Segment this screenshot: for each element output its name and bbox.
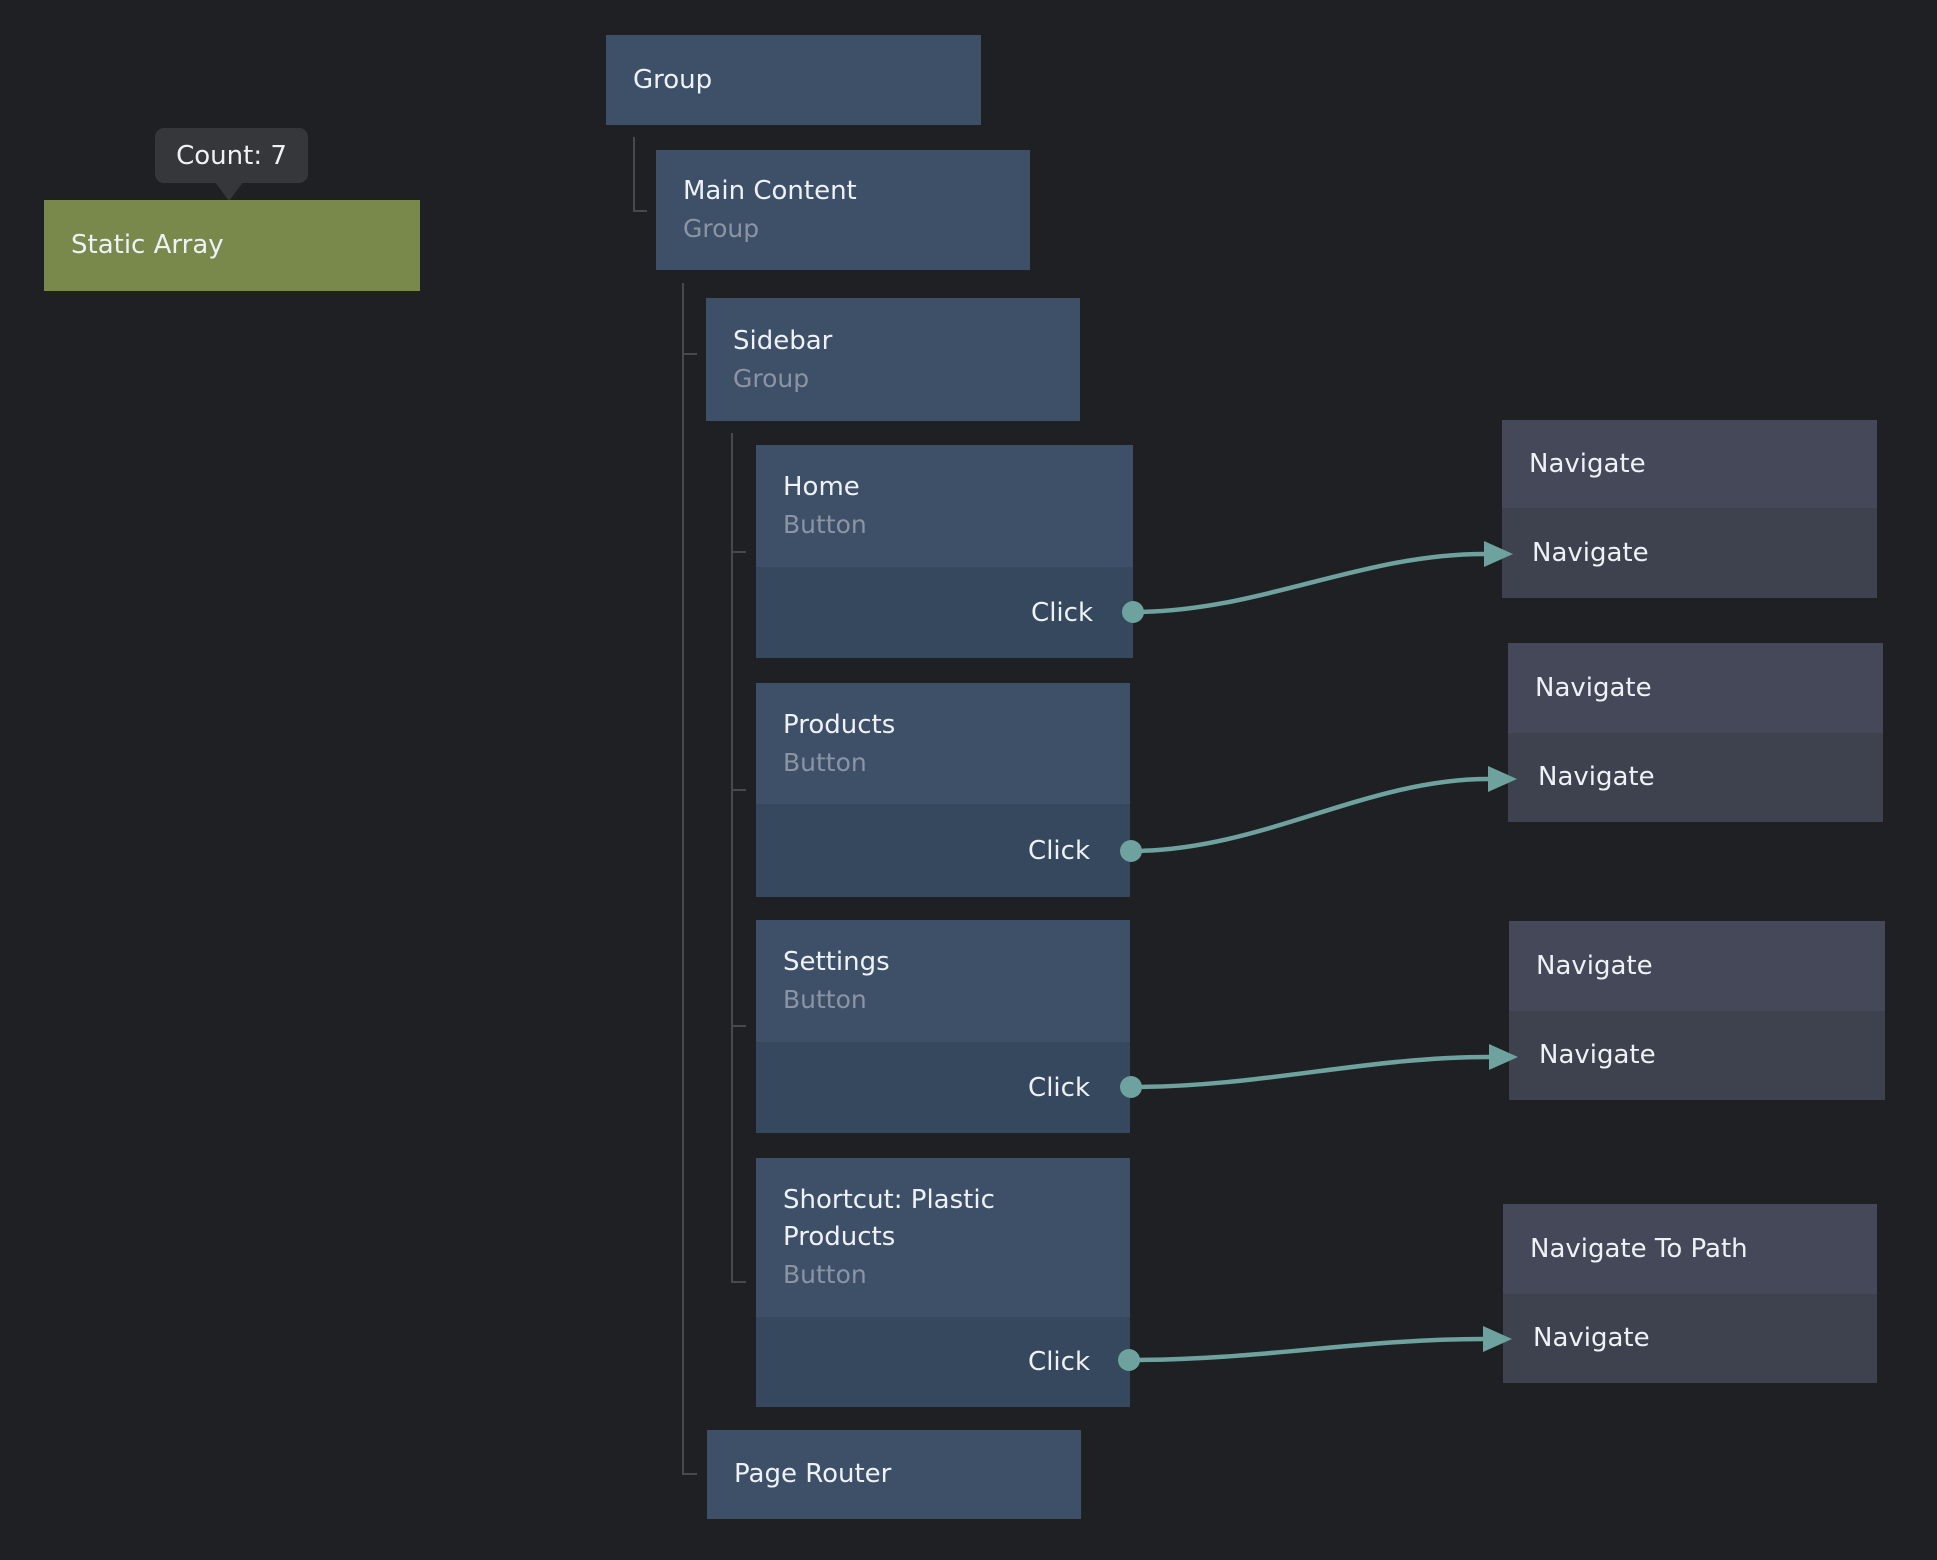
shortcut-click-port[interactable] <box>1118 1349 1140 1371</box>
click-port-row: Click <box>756 1317 1130 1407</box>
node-products-button[interactable]: Products Button Click <box>756 683 1130 897</box>
guide-group-to-main-content <box>633 137 647 212</box>
node-navigate-to-path[interactable]: Navigate To Path Navigate <box>1503 1204 1877 1383</box>
node-type-label: Button <box>783 747 867 777</box>
node-title: Home <box>783 472 860 502</box>
node-home-button[interactable]: Home Button Click <box>756 445 1133 658</box>
wire-shortcut-navigate <box>1128 1336 1484 1363</box>
node-title: Navigate <box>1536 950 1653 981</box>
count-tooltip: Count: 7 <box>155 128 308 201</box>
click-port-row: Click <box>756 804 1130 897</box>
navigate-input-row: Navigate <box>1509 1011 1885 1100</box>
node-title: Shortcut: Plastic Products <box>783 1185 995 1252</box>
wire-products-navigate <box>1130 776 1489 854</box>
home-click-port[interactable] <box>1122 601 1144 623</box>
connection-products-click-to-navigate <box>1120 766 1517 862</box>
node-title: Page Router <box>734 1459 892 1489</box>
click-port-row: Click <box>756 1042 1130 1133</box>
node-main-content[interactable]: Main Content Group <box>656 150 1030 270</box>
connection-home-click-to-navigate <box>1122 541 1513 623</box>
node-title: Static Array <box>71 230 224 260</box>
settings-click-port[interactable] <box>1120 1076 1142 1098</box>
node-title: Group <box>633 64 713 95</box>
click-port-label: Click <box>1028 1072 1090 1103</box>
click-port-row: Click <box>756 567 1133 658</box>
node-type-label: Button <box>783 1260 867 1289</box>
node-sidebar[interactable]: Sidebar Group <box>706 298 1080 421</box>
node-page-router[interactable]: Page Router <box>707 1430 1081 1519</box>
guide-sidebar-trunk <box>731 433 746 1283</box>
node-type-label: Button <box>783 985 867 1014</box>
navigate-input-label: Navigate <box>1538 762 1655 792</box>
navigate-input-row: Navigate <box>1502 508 1877 598</box>
products-click-port[interactable] <box>1120 840 1142 862</box>
node-title: Navigate <box>1535 672 1652 703</box>
node-title: Navigate <box>1529 448 1646 479</box>
connection-settings-click-to-navigate <box>1120 1044 1518 1098</box>
wire-settings-navigate <box>1130 1054 1490 1090</box>
node-title: Products <box>783 709 896 740</box>
wire-home-navigate <box>1132 551 1485 615</box>
navigate-input-label: Navigate <box>1539 1040 1656 1070</box>
node-type-label: Group <box>733 363 810 393</box>
node-shortcut-plastic-products-button[interactable]: Shortcut: Plastic Products Button Click <box>756 1158 1130 1407</box>
click-port-label: Click <box>1028 1347 1090 1377</box>
node-navigate-2[interactable]: Navigate Navigate <box>1508 643 1883 822</box>
tooltip-pointer-icon <box>215 182 243 201</box>
guide-main-content-trunk <box>682 283 697 1475</box>
node-navigate-3[interactable]: Navigate Navigate <box>1509 921 1885 1100</box>
connection-shortcut-click-to-navigate-to-path <box>1118 1326 1512 1371</box>
navigate-input-label: Navigate <box>1532 537 1649 568</box>
node-group[interactable]: Group <box>606 35 981 125</box>
node-static-array[interactable]: Static Array <box>44 200 420 291</box>
count-tooltip-text: Count: 7 <box>176 140 287 171</box>
node-title: Sidebar <box>733 325 833 356</box>
node-type-label: Button <box>783 510 867 539</box>
node-navigate-1[interactable]: Navigate Navigate <box>1502 420 1877 598</box>
navigate-input-row: Navigate <box>1503 1294 1877 1383</box>
navigate-input-label: Navigate <box>1533 1323 1650 1353</box>
click-port-label: Click <box>1028 835 1090 866</box>
node-type-label: Group <box>683 214 760 243</box>
node-title: Navigate To Path <box>1530 1233 1748 1264</box>
click-port-label: Click <box>1031 597 1093 628</box>
node-title: Settings <box>783 947 890 977</box>
node-settings-button[interactable]: Settings Button Click <box>756 920 1130 1133</box>
node-title: Main Content <box>683 176 857 206</box>
navigate-input-row: Navigate <box>1508 733 1883 822</box>
